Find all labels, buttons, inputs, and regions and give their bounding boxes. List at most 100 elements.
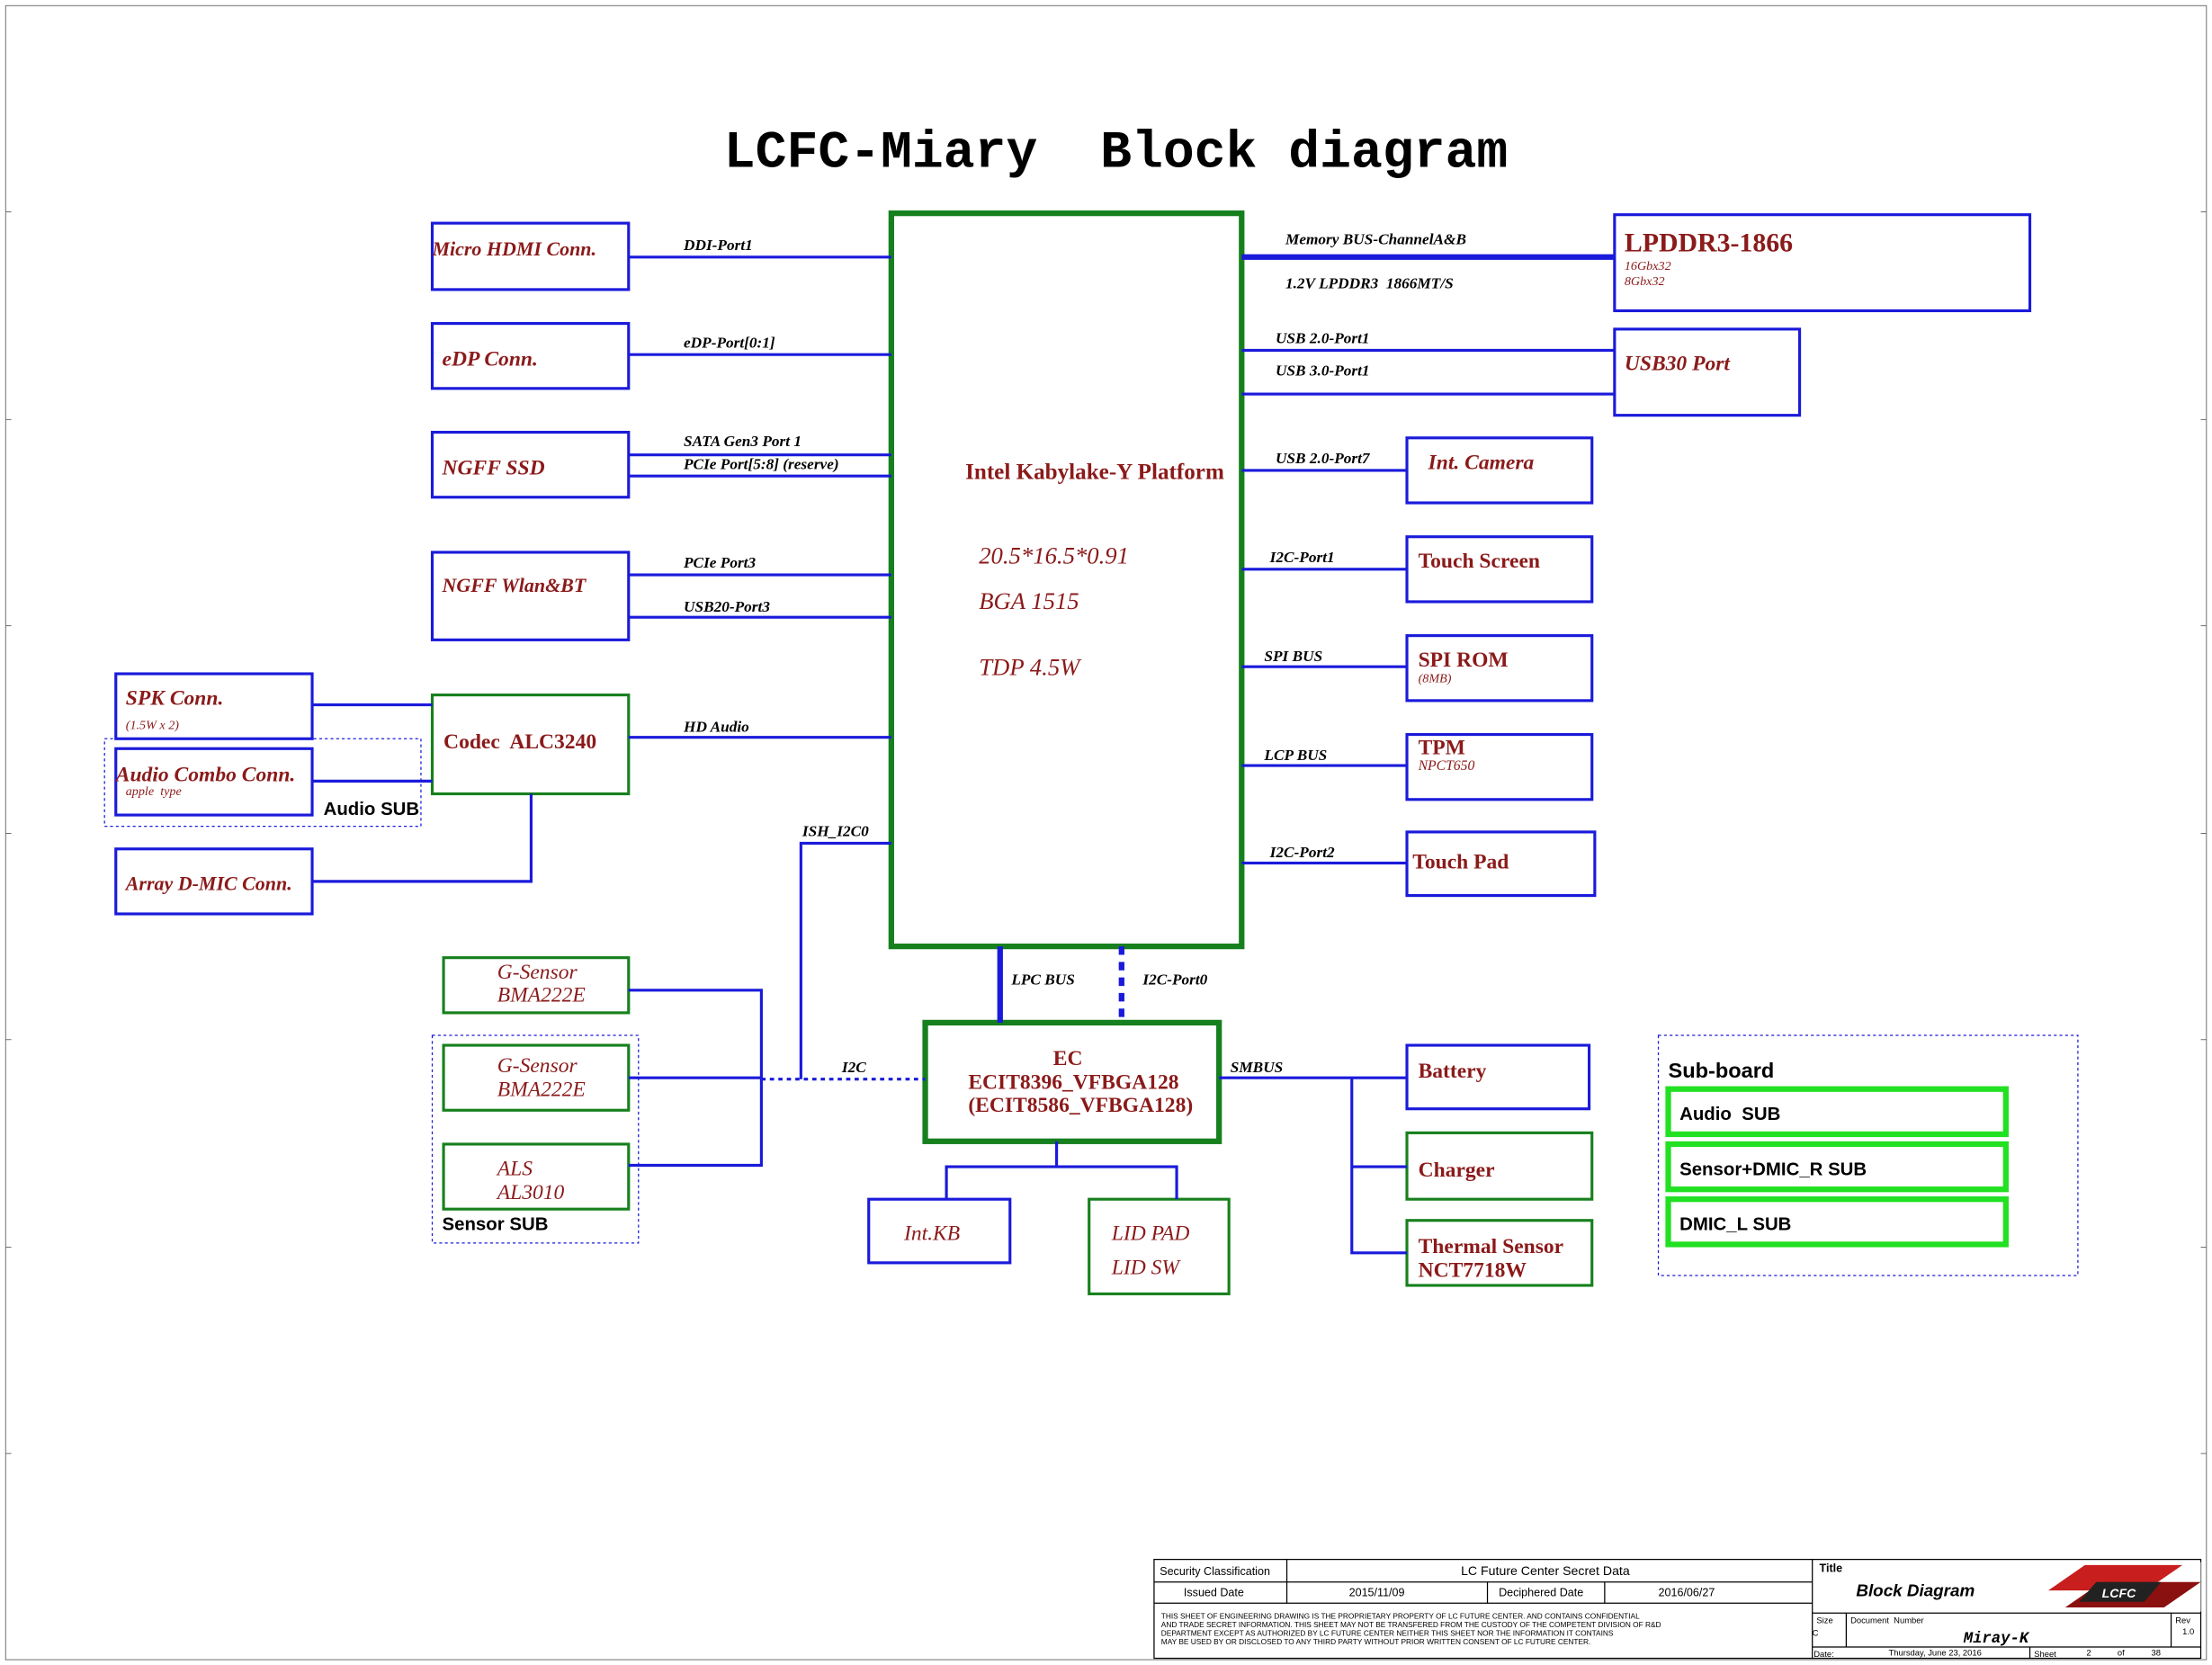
sensor-sub-label: Sensor SUB bbox=[443, 1215, 549, 1235]
subboard-item-label: DMIC_L SUB bbox=[1679, 1215, 1791, 1235]
bus-usb2p1: USB 2.0-Port1 bbox=[1276, 330, 1370, 347]
border-ticks bbox=[5, 211, 2207, 1455]
bus-sata: SATA Gen3 Port 1 bbox=[684, 433, 802, 450]
bus-hda: HD Audio bbox=[683, 718, 749, 735]
logo-text: LCFC bbox=[2102, 1586, 2136, 1600]
size-value: C bbox=[1813, 1627, 1819, 1637]
bus-edp: eDP-Port[0:1] bbox=[684, 334, 775, 351]
touch-pad-label: Touch Pad bbox=[1412, 851, 1509, 874]
lid-sw-label: LID SW bbox=[1111, 1256, 1182, 1279]
ngff-wlan-box bbox=[430, 551, 631, 641]
int-kb-label: Int.KB bbox=[903, 1222, 960, 1246]
bus-i2cp1: I2C-Port1 bbox=[1269, 549, 1335, 566]
subboard-item-label: Sensor+DMIC_R SUB bbox=[1679, 1159, 1867, 1179]
bus-i2c: I2C bbox=[841, 1059, 866, 1076]
touch-screen-label: Touch Screen bbox=[1419, 550, 1540, 573]
ngff-wlan-label: NGFF Wlan&BT bbox=[442, 574, 587, 596]
gsensor1-part: BMA222E bbox=[497, 983, 586, 1007]
deciphered-value: 2016/06/27 bbox=[1659, 1586, 1715, 1598]
int-kb-box bbox=[867, 1197, 1012, 1265]
gsensor2-label: G-Sensor bbox=[497, 1054, 578, 1078]
ngff-ssd-box bbox=[430, 430, 631, 499]
of-label: of bbox=[2118, 1647, 2125, 1657]
lid-box bbox=[1088, 1197, 1231, 1295]
spi-rom-label: SPI ROM bbox=[1419, 649, 1509, 672]
als-box bbox=[442, 1142, 631, 1211]
sheet-label: Sheet bbox=[2034, 1649, 2056, 1659]
title-label: Title bbox=[1820, 1562, 1843, 1575]
bus-lpc: LPC BUS bbox=[1010, 971, 1075, 988]
bus-pcie58: PCIe Port[5:8] (reserve) bbox=[683, 455, 839, 472]
lpddr-note1: 16Gbx32 bbox=[1625, 259, 1671, 273]
lpddr-box bbox=[1613, 213, 2032, 313]
spi-rom-note: (8MB) bbox=[1419, 671, 1452, 685]
bus-ddi: DDI-Port1 bbox=[683, 237, 753, 254]
camera-label: Int. Camera bbox=[1428, 451, 1535, 474]
bus-usb2p7: USB 2.0-Port7 bbox=[1276, 450, 1371, 467]
bus-lcp: LCP BUS bbox=[1263, 747, 1327, 764]
sheet-value: 2 bbox=[2086, 1647, 2091, 1657]
audio-sub-label: Audio SUB bbox=[324, 800, 420, 819]
gsensor1-box bbox=[442, 956, 631, 1015]
ec-label: EC bbox=[1053, 1047, 1083, 1070]
bus-i2cp0: I2C-Port0 bbox=[1142, 971, 1207, 988]
spk-note: (1.5W x 2) bbox=[126, 718, 180, 732]
bus-smbus: SMBUS bbox=[1231, 1059, 1284, 1076]
cpu-size: 20.5*16.5*0.91 bbox=[979, 542, 1129, 569]
lcfc-logo: LCFC bbox=[2042, 1562, 2201, 1612]
dmic-box bbox=[114, 847, 314, 916]
bus-mem2: 1.2V LPDDR3 1866MT/S bbox=[1285, 274, 1454, 291]
subboard-title: Sub-board bbox=[1669, 1059, 1775, 1082]
als-part: AL3010 bbox=[496, 1181, 565, 1204]
docnum-value: Miray-K bbox=[1963, 1631, 2030, 1648]
gsensor1-label: G-Sensor bbox=[497, 961, 578, 984]
als-label: ALS bbox=[496, 1157, 533, 1180]
date-value: Thursday, June 23, 2016 bbox=[1888, 1647, 1981, 1657]
notice-line: AND TRADE SECRET INFORMATION. THIS SHEET… bbox=[1161, 1620, 1661, 1629]
lpddr-note2: 8Gbx32 bbox=[1625, 274, 1665, 289]
edp-label: eDP Conn. bbox=[443, 348, 538, 371]
cpu-tdp: TDP 4.5W bbox=[979, 654, 1082, 681]
audio-combo-box bbox=[114, 747, 314, 817]
dmic-label: Array D-MIC Conn. bbox=[124, 872, 292, 894]
bus-usb20p3: USB20-Port3 bbox=[684, 598, 770, 615]
subboard-region bbox=[1657, 1034, 2079, 1276]
bus-pcie3: PCIe Port3 bbox=[683, 554, 756, 571]
security-value: LC Future Center Secret Data bbox=[1461, 1563, 1630, 1578]
subboard-item-label: Audio SUB bbox=[1679, 1105, 1780, 1124]
notice-line: DEPARTMENT EXCEPT AS AUTHORIZED BY LC FU… bbox=[1161, 1628, 1614, 1637]
thermal-label: Thermal Sensor bbox=[1419, 1235, 1564, 1258]
bus-i2cp2: I2C-Port2 bbox=[1269, 844, 1335, 861]
usb30-label: USB30 Port bbox=[1625, 352, 1732, 375]
bus-spi: SPI BUS bbox=[1264, 648, 1322, 665]
notice-line: THIS SHEET OF ENGINEERING DRAWING IS THE… bbox=[1161, 1612, 1640, 1621]
tpm-note: NPCT650 bbox=[1418, 758, 1475, 774]
title-block-grid bbox=[1153, 1558, 2202, 1660]
ec-block bbox=[922, 1019, 1222, 1144]
bus-lines bbox=[312, 255, 1615, 1255]
charger-label: Charger bbox=[1419, 1159, 1495, 1182]
codec-label: Codec ALC3240 bbox=[443, 730, 596, 754]
date-label: Date: bbox=[1813, 1649, 1833, 1659]
ec-part: ECIT8396_VFBGA128 bbox=[968, 1071, 1178, 1095]
rev-value: 1.0 bbox=[2182, 1626, 2194, 1636]
audio-combo-note: apple type bbox=[126, 784, 182, 799]
ec-alt-part: (ECIT8586_VFBGA128) bbox=[968, 1094, 1193, 1117]
audio-combo-label: Audio Combo Conn. bbox=[114, 763, 296, 786]
bus-usb3p1: USB 3.0-Port1 bbox=[1276, 363, 1370, 380]
spk-label: SPK Conn. bbox=[126, 687, 224, 711]
battery-label: Battery bbox=[1419, 1060, 1487, 1083]
sheet-border bbox=[4, 4, 2208, 1661]
issued-label: Issued Date bbox=[1184, 1586, 1244, 1598]
gsensor2-part: BMA222E bbox=[497, 1079, 586, 1102]
bus-mem1: Memory BUS-ChannelA&B bbox=[1285, 231, 1466, 248]
security-label: Security Classification bbox=[1160, 1565, 1270, 1578]
cpu-package: BGA 1515 bbox=[979, 587, 1079, 614]
size-label: Size bbox=[1816, 1615, 1832, 1625]
issued-value: 2015/11/09 bbox=[1349, 1586, 1405, 1598]
subboard-item-box bbox=[1665, 1141, 2009, 1193]
of-value: 38 bbox=[2152, 1647, 2161, 1657]
rev-label: Rev bbox=[2175, 1615, 2190, 1625]
